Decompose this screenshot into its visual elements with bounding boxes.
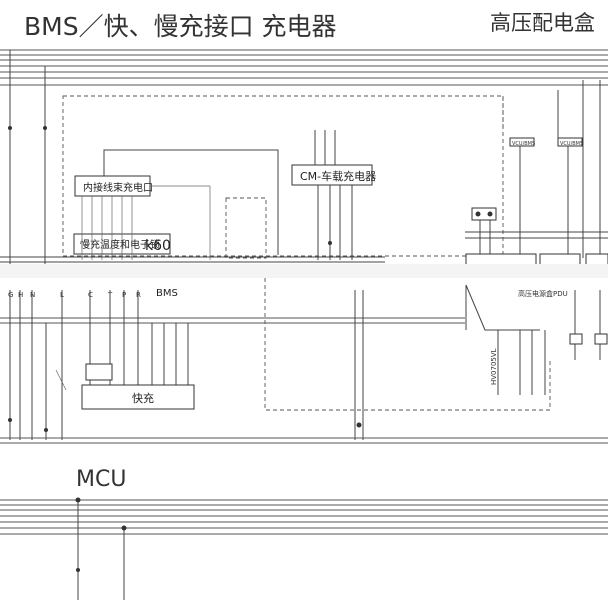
left-rails <box>8 50 47 270</box>
bms-section-title: BMS／快、慢充接口 充电器 <box>24 12 337 41</box>
page-divider-band <box>0 264 608 278</box>
slow-lock-label: 慢充温度和电子锁 <box>80 238 160 251</box>
slow-lock-block: 慢充温度和电子锁 k60 <box>73 233 171 255</box>
pdu-label: 高压电源盒PDU <box>518 289 568 298</box>
lower-bus <box>0 437 608 444</box>
lower-drop-wires <box>8 290 189 440</box>
mid-harness <box>0 231 608 263</box>
mcu-bus-bundle <box>0 497 608 600</box>
inner-socket-label: 内接线束充电口 <box>83 181 153 194</box>
module-boundary-lower <box>264 278 551 440</box>
slow-lock-code: k60 <box>145 238 171 254</box>
pin-g: G <box>8 291 13 299</box>
module-boundary-upper <box>62 95 504 257</box>
mcu-section-title: MCU <box>76 467 126 492</box>
bms-tag: BMS <box>156 288 178 299</box>
pin-h: H <box>18 291 23 299</box>
ecu-tag-2: VCU/BMS <box>560 141 583 147</box>
charger-label: CM-车载充电器 <box>300 169 376 183</box>
relay-tag: HV0705VL <box>490 348 498 385</box>
ecu-tag-1: VCU/BMS <box>512 141 535 147</box>
charger-block: CM-车载充电器 <box>291 130 376 260</box>
hv-connector <box>471 207 497 258</box>
inner-socket-block: 内接线束充电口 <box>74 149 279 255</box>
relay-row <box>465 253 608 267</box>
pdu-block: 高压电源盒PDU HV0705VL <box>465 284 608 395</box>
pin-n: N <box>30 291 35 299</box>
ecu-tag-group: VCU/BMS VCU/BMS <box>509 80 601 258</box>
hv-box-section-title: 高压配电盒 <box>490 11 595 35</box>
fast-charge-block: 快充 <box>81 363 195 410</box>
top-bus-bundle <box>0 49 608 86</box>
pin-letter-row: G H N L C T P R BMS <box>8 288 178 299</box>
fast-charge-label: 快充 <box>132 391 154 405</box>
lower-pin-header <box>0 317 465 324</box>
socket-drop-wires <box>81 185 267 260</box>
